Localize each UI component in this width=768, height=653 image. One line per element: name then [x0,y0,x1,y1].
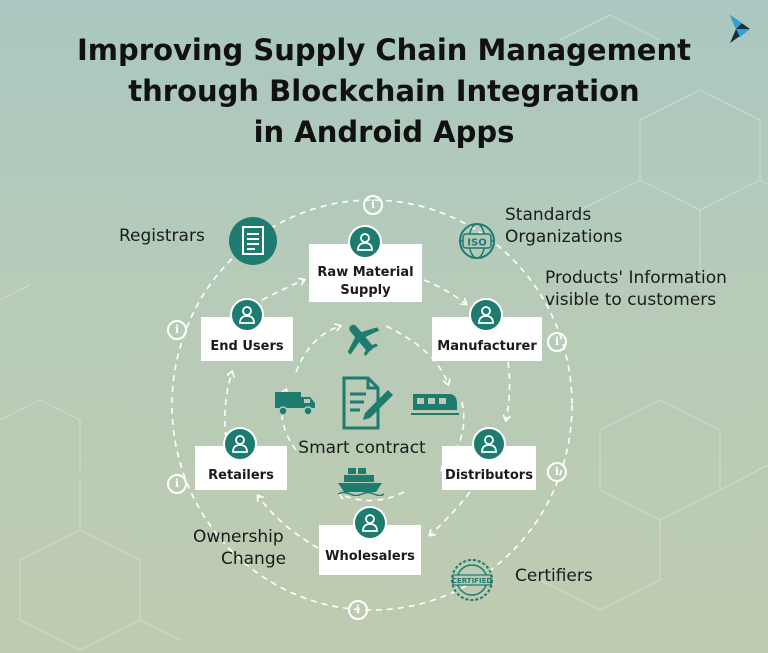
person-icon [469,298,503,332]
ownership-label-line-2: Change [221,549,287,569]
standards-label-line-1: Standards [505,205,592,225]
info-icon[interactable]: i [167,474,187,494]
inner-arrow-1 [385,325,448,384]
node-label-line-1: Raw Material [317,265,414,280]
person-icon [472,427,506,461]
node-label: Manufacturer [437,339,537,354]
title-line-1: Improving Supply Chain Management [77,33,691,67]
node-label: End Users [210,339,284,354]
ownership-label-line-1: Ownership [193,527,284,547]
person-icon [353,506,387,540]
standards-label-line-2: Organizations [505,227,623,247]
products-info-label-line-1: Products' Information [545,268,727,288]
truck-icon [275,392,315,416]
node-label: Retailers [208,468,274,483]
document-list-icon [229,217,277,265]
title-line-2: through Blockchain Integration [128,74,640,108]
info-icon[interactable]: i [547,462,567,482]
arrow-manufacturer-distributors [506,361,510,420]
person-icon [230,298,264,332]
info-icon[interactable]: i [167,320,187,340]
contract-pen-icon [342,376,393,430]
outer-ring [171,199,573,611]
iso-stamp-text: ISO [467,238,486,249]
smart-contract-label: Smart contract [298,438,426,458]
node-label: Wholesalers [325,549,415,564]
page-title: Improving Supply Chain Management throug… [40,30,728,153]
inner-arrow-3 [340,491,405,502]
info-icon[interactable]: i [363,195,383,215]
iso-globe-icon: ISO [459,223,495,259]
certified-badge-icon: CERTIFIED [451,559,493,601]
node-label: Distributors [445,468,533,483]
person-icon [223,427,257,461]
info-icon[interactable]: i [547,332,567,352]
certified-stamp-text: CERTIFIED [452,577,493,585]
arrow-endusers-raw [261,280,304,301]
arrow-retailers-endusers [224,372,232,439]
ship-icon [337,468,384,496]
node-end-users[interactable]: End Users [201,317,293,361]
products-info-label-line-2: visible to customers [545,290,717,310]
inner-arrow-5 [295,326,340,373]
airplane-icon [347,324,380,357]
title-line-3: in Android Apps [253,115,515,149]
certifiers-label: Certifiers [515,566,593,586]
train-icon [411,394,459,415]
brand-logo-icon [730,15,750,43]
info-icon[interactable]: i [348,600,368,620]
registrars-label: Registrars [119,226,205,246]
arrow-distributors-wholesalers [430,491,471,535]
arrow-raw-manufacturer [423,279,466,304]
node-label-line-2: Supply [340,283,391,298]
person-icon [348,225,382,259]
